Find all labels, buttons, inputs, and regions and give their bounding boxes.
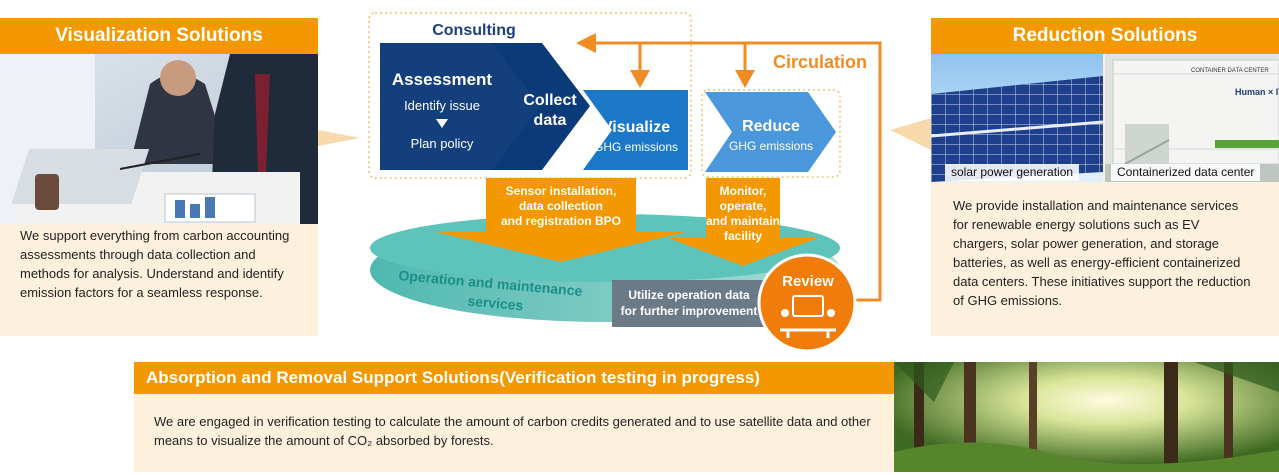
circulation-label: Circulation — [773, 52, 867, 72]
visualize-title: Visualize — [602, 119, 670, 136]
monitor-line2: operate, — [720, 199, 767, 213]
collect-chevron — [492, 43, 590, 170]
left-connector-triangle — [318, 130, 360, 146]
visualization-title: Visualization Solutions — [0, 18, 318, 54]
assessment-down-triangle — [436, 119, 448, 128]
right-connector-triangle — [890, 118, 931, 150]
assessment-title: Assessment — [392, 70, 493, 89]
visualization-description: We support everything from carbon accoun… — [20, 228, 290, 300]
reduction-title: Reduction Solutions — [931, 18, 1279, 54]
collect-line1: Collect — [523, 92, 577, 109]
container-logo-text: Human × IT — [1235, 87, 1279, 97]
sensor-line3: and registration BPO — [501, 214, 621, 228]
container-photo-label: Containerized data center — [1111, 164, 1261, 181]
monitor-line3: and maintain — [706, 214, 780, 228]
container-sign-text: CONTAINER DATA CENTER — [1191, 68, 1269, 74]
reduce-sub: GHG emissions — [729, 139, 813, 153]
reduction-description: We provide installation and maintenance … — [953, 198, 1251, 308]
absorption-title: Absorption and Removal Support Solutions… — [134, 362, 894, 394]
visualization-panel: Visualization Solutions We support every… — [0, 18, 318, 336]
operation-line2: services — [467, 293, 524, 314]
review-monitor-icon — [792, 295, 824, 317]
reduce-title: Reduce — [742, 118, 800, 135]
consulting-label: Consulting — [432, 22, 516, 39]
assessment-block — [380, 43, 542, 170]
solar-photo-label: solar power generation — [945, 164, 1080, 181]
circulation-drop-arrow-2 — [735, 70, 755, 88]
circulation-drop-arrow-1 — [630, 70, 650, 88]
monitor-arrow — [668, 178, 818, 266]
solar-panel-photo — [931, 54, 1103, 182]
sensor-arrow — [436, 178, 686, 262]
absorption-panel: Absorption and Removal Support Solutions… — [134, 362, 894, 472]
collect-line2: data — [534, 112, 567, 129]
solution-cycle-diagram: Consulting Circulation Assessment Identi… — [318, 12, 931, 353]
monitor-line1: Monitor, — [720, 184, 767, 198]
monitor-line4: facility — [724, 229, 762, 243]
reduction-panel: Reduction Solutions solar power generati… — [931, 18, 1279, 336]
utilize-line2: for further improvement — [621, 304, 758, 318]
review-circle — [757, 253, 857, 353]
assessment-line1: Identify issue — [404, 98, 480, 113]
sensor-line1: Sensor installation, — [506, 184, 617, 198]
utilize-arrow — [612, 280, 795, 327]
review-person-icon-left — [781, 309, 789, 317]
forest-photo — [894, 362, 1279, 472]
utilize-line1: Utilize operation data — [628, 288, 750, 302]
business-meeting-photo — [0, 54, 318, 224]
sensor-line2: data collection — [519, 199, 603, 213]
reduce-chevron — [705, 92, 836, 172]
assessment-line2: Plan policy — [411, 136, 474, 151]
absorption-description: We are engaged in verification testing t… — [154, 414, 871, 448]
visualize-chevron — [583, 90, 688, 170]
review-table-icon — [780, 328, 836, 338]
review-label: Review — [782, 273, 834, 290]
review-person-icon-right — [827, 309, 835, 317]
circulation-arrowhead — [576, 33, 596, 53]
visualize-sub: GHG emissions — [594, 140, 678, 154]
